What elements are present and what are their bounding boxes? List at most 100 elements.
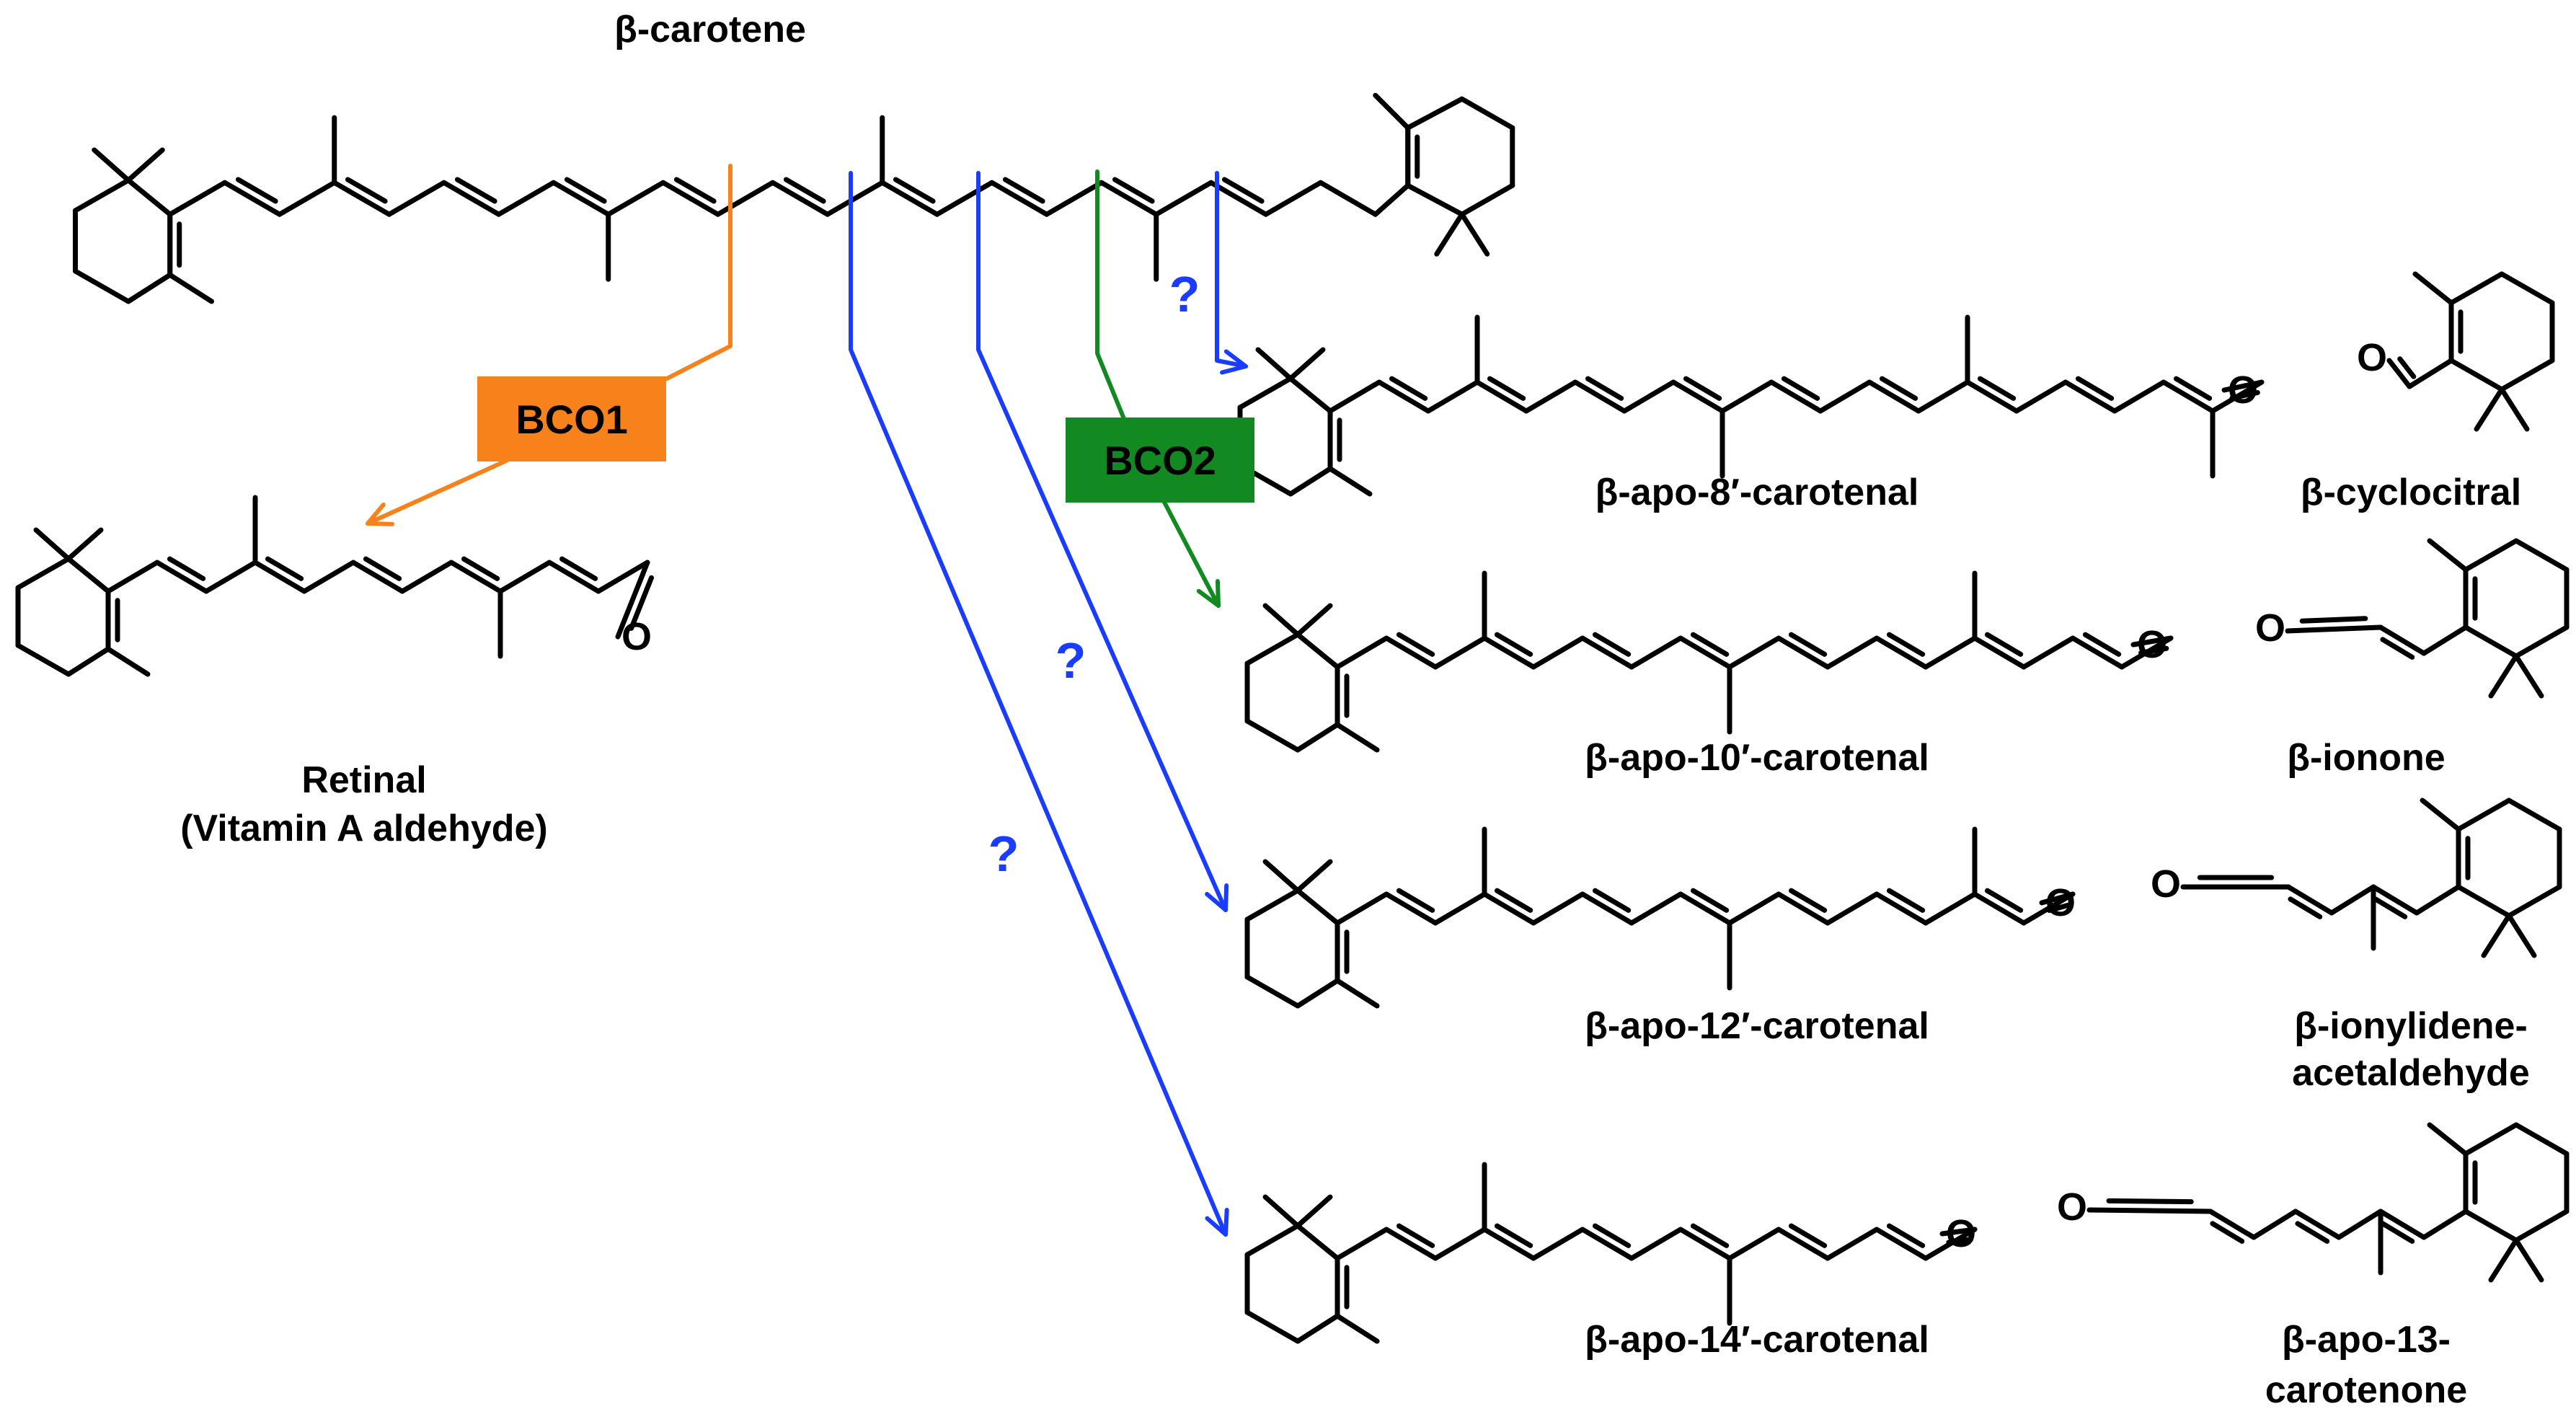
chain-double-bond xyxy=(252,560,307,594)
bco1-arrow-head xyxy=(366,502,394,526)
double-bond-inner xyxy=(2288,896,2323,919)
chain-bond xyxy=(1629,635,1683,670)
ring-bond xyxy=(1244,1309,1301,1344)
apo-8-carotenal-label: β-apo-8′-carotenal xyxy=(1595,472,1919,513)
chain-double-bond xyxy=(1972,635,2027,670)
chain-double-bond xyxy=(1776,635,1831,670)
methyl-bond xyxy=(2420,798,2461,832)
double-bond-inner xyxy=(2173,376,2213,401)
chain-double-bond xyxy=(1678,1227,1732,1261)
double-bond-inner xyxy=(1690,888,1730,913)
ring-bond xyxy=(2513,1122,2570,1157)
double-bond-inner xyxy=(1984,888,2024,913)
chain-bond xyxy=(2251,1209,2298,1240)
carbonyl-bond xyxy=(2086,1207,2213,1214)
chain-bond xyxy=(1825,1227,1880,1261)
ring-bond xyxy=(1405,96,1465,131)
methyl-bond xyxy=(1262,603,1301,637)
methyl-bond xyxy=(92,147,131,183)
chain-bond xyxy=(1335,891,1389,926)
ring-bond xyxy=(15,556,71,591)
methyl-bond xyxy=(1373,92,1411,131)
methyl-bond xyxy=(1335,722,1380,753)
double-bond-inner xyxy=(1886,1223,1926,1248)
bco2-enzyme-box: BCO2 xyxy=(1066,418,1254,503)
chain-bond xyxy=(2421,1209,2469,1240)
chain-bond xyxy=(1433,1227,1487,1261)
apo-13-carotenone-structure xyxy=(2086,1122,2570,1283)
methyl-bond xyxy=(66,527,104,562)
chain-double-bond xyxy=(2070,635,2125,670)
double-bond-inner xyxy=(564,177,607,204)
chain-double-bond xyxy=(546,560,601,594)
carbonyl-bond xyxy=(2039,891,2076,906)
chain-double-bond xyxy=(770,180,831,217)
methyl-bond xyxy=(1262,1194,1301,1229)
double-bond-inner xyxy=(1592,1223,1632,1248)
methyl-bond xyxy=(2427,1122,2469,1157)
carbonyl-bond xyxy=(2285,624,2384,634)
chain-double-bond xyxy=(2208,1209,2257,1240)
ring-bond xyxy=(1295,1313,1340,1344)
apo-12-carotenal-structure xyxy=(1244,826,2076,1009)
double-bond-inner xyxy=(2046,901,2073,914)
chain-double-bond xyxy=(1474,379,1529,414)
retinal-oxygen-atom: O xyxy=(621,615,652,658)
chain-bond xyxy=(2414,884,2461,916)
double-bond-inner xyxy=(167,556,206,581)
chemical-structures xyxy=(15,92,2570,1344)
chain-bond xyxy=(2329,884,2376,916)
methyl-bond xyxy=(1459,211,1490,257)
ring-bond xyxy=(1237,376,1293,410)
apo-14-oxygen-atom: O xyxy=(1946,1212,1976,1255)
double-bond-inner xyxy=(1389,376,1428,401)
ionylidene-oxygen-atom: O xyxy=(2151,862,2181,906)
chain-double-bond xyxy=(1580,635,1634,670)
chain-double-bond xyxy=(2378,624,2427,656)
beta-carotene-label: β-carotene xyxy=(614,9,806,50)
unknown-enzyme-marker-2: ? xyxy=(1055,632,1086,689)
chain-bond xyxy=(1629,891,1683,926)
apo-13-carotenone-label: β-apo-13- xyxy=(2282,1319,2451,1361)
chain-bond xyxy=(1727,891,1781,926)
chain-double-bond xyxy=(1572,379,1627,414)
chain-double-bond xyxy=(1482,1227,1536,1261)
ring-bond xyxy=(1288,466,1333,497)
ring-bond xyxy=(1459,182,1515,217)
double-bond-inner xyxy=(1879,376,1918,401)
double-bond-inner xyxy=(673,177,717,204)
double-bond-inner xyxy=(345,177,388,204)
ionylidene-acetaldehyde-structure xyxy=(2180,798,2562,958)
chain-bond xyxy=(167,180,228,217)
chain-double-bond xyxy=(222,180,283,217)
chain-double-bond xyxy=(660,180,721,217)
methyl-bond xyxy=(2481,913,2512,958)
double-bond-inner xyxy=(1221,177,1265,204)
chain-bond xyxy=(1727,1227,1781,1261)
chain-bond xyxy=(105,560,160,594)
bco1-arrow xyxy=(366,164,732,526)
double-bond-inner xyxy=(1002,177,1045,204)
chain-bond xyxy=(2407,358,2454,389)
chain-double-bond xyxy=(2063,379,2117,414)
chain-bond xyxy=(1818,379,1872,414)
chain-double-bond xyxy=(2378,1209,2427,1240)
double-bond-inner xyxy=(1592,632,1632,657)
chain-bond xyxy=(1923,891,1978,926)
bond xyxy=(1373,182,1411,217)
double-bond-inner xyxy=(265,556,304,581)
double-bond-inner xyxy=(1690,632,1730,657)
double-bond-inner xyxy=(454,177,497,204)
ring-bond xyxy=(1405,182,1465,217)
ring-bond xyxy=(1244,632,1301,666)
double-bond-inner xyxy=(1396,888,1435,913)
double-bond-inner xyxy=(2295,1221,2330,1244)
chain-bond xyxy=(1425,379,1480,414)
ionone-oxygen-atom: O xyxy=(2255,606,2285,650)
chain-double-bond xyxy=(332,180,392,217)
chain-double-bond xyxy=(1384,1227,1438,1261)
chain-bond xyxy=(497,560,552,594)
chain-double-bond xyxy=(1678,891,1732,926)
methyl-bond xyxy=(1295,603,1333,637)
methyl-bond xyxy=(1434,211,1465,257)
